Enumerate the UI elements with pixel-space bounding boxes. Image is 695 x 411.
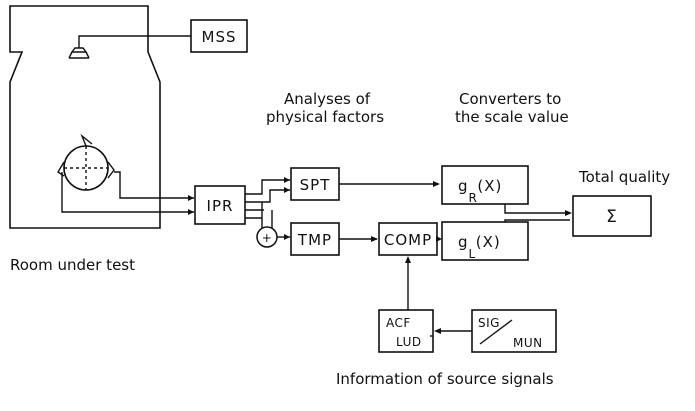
spt-block: SPT — [290, 167, 340, 201]
sig-mun-slash — [479, 319, 513, 345]
analyses-label-line1: Analyses of — [284, 90, 371, 108]
sum-label: Σ — [606, 207, 618, 227]
gl-label: g — [458, 233, 469, 251]
room-under-test-label: Room under test — [10, 256, 135, 274]
spt-label: SPT — [300, 176, 331, 194]
gr-argument: (X) — [477, 177, 502, 195]
line-left-ear-to-ipr — [61, 172, 194, 213]
line-ipr-to-spt-upper — [245, 179, 290, 195]
ipr-label: IPR — [207, 197, 234, 215]
line-ipr-to-spt-lower — [245, 189, 290, 203]
gl-argument: (X) — [476, 233, 501, 251]
summing-junction: + — [256, 226, 278, 248]
comp-block: COMP — [378, 222, 438, 256]
arrow-ipr-top — [188, 195, 194, 201]
mun-label: MUN — [513, 336, 543, 350]
information-label: Information of source signals — [336, 370, 554, 388]
tmp-block: TMP — [290, 222, 340, 256]
dummy-head-icon — [57, 133, 115, 191]
line-speaker-to-mss — [78, 35, 191, 40]
sum-block: Σ — [572, 195, 652, 237]
svg-text:gL(X): gL(X) — [458, 233, 501, 261]
converters-label-line1: Converters to — [459, 90, 561, 108]
gr-label: g — [458, 177, 469, 195]
mss-block: MSS — [190, 19, 248, 53]
gr-block: gR(X) — [441, 165, 529, 205]
line-gl-to-sum — [504, 219, 570, 222]
converters-label-line2: the scale value — [455, 108, 569, 126]
sig-mun-block: SIG MUN — [471, 309, 557, 353]
gr-subscript: R — [469, 191, 478, 205]
gl-subscript: L — [469, 247, 476, 261]
svg-text:gR(X): gR(X) — [458, 177, 502, 205]
loudspeaker-icon — [68, 40, 90, 59]
lud-label: LUD — [396, 335, 422, 349]
gl-block: gL(X) — [441, 221, 529, 261]
ipr-block: IPR — [194, 185, 246, 225]
sig-label: SIG — [478, 316, 500, 330]
analyses-label-line2: physical factors — [266, 108, 384, 126]
acf-label: ACF — [386, 316, 411, 330]
total-quality-label: Total quality — [578, 168, 670, 186]
tmp-label: TMP — [297, 231, 332, 249]
arrow-ipr-bottom — [188, 209, 194, 215]
line-gr-to-sum — [504, 204, 570, 214]
plus-sign: + — [262, 231, 273, 245]
room-outline — [9, 5, 161, 229]
acf-lud-block: ACF LUD — [378, 309, 434, 353]
mss-label: MSS — [202, 28, 237, 46]
comp-label: COMP — [384, 231, 432, 249]
line-right-ear-to-ipr — [114, 171, 194, 199]
